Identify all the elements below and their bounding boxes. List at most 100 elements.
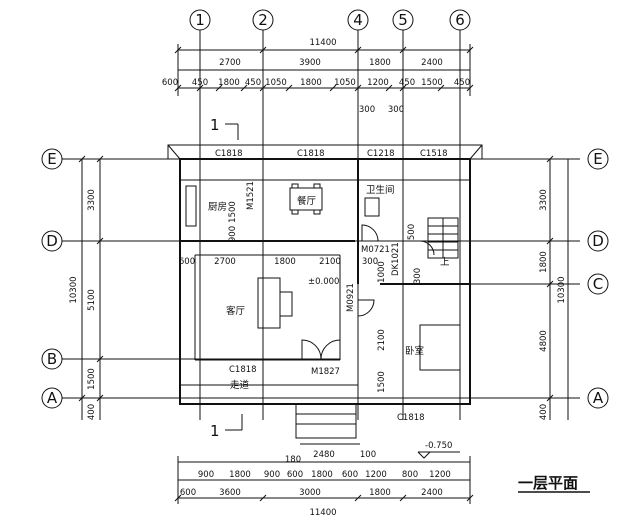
dim-bot-r3-4: 2400 xyxy=(421,488,443,498)
opening-m0921: M0921 xyxy=(346,283,356,312)
grid-bubble-A-right xyxy=(587,387,609,409)
dim-d-row-2: 1800 xyxy=(274,257,296,267)
dimensions-interior: 1500 900 600 2700 1800 2100 300 300 500 … xyxy=(179,201,423,465)
dim-bot-r2-3: 600 xyxy=(287,470,303,480)
grid-bubble-A-left xyxy=(41,387,63,409)
dim-door-1000: 1000 xyxy=(377,261,387,283)
dim-top-r2-8: 450 xyxy=(399,78,415,88)
dim-right-1: 1800 xyxy=(539,251,549,273)
dimensions-top: 11400 2700 3900 1800 2400 600 450 1800 4… xyxy=(162,38,470,115)
dim-d-row-3: 2100 xyxy=(319,257,341,267)
dim-bot-r3-1: 3600 xyxy=(219,488,241,498)
dimension-lines xyxy=(81,44,569,504)
grid-label-E-left: E xyxy=(47,150,56,168)
entry-steps xyxy=(295,403,357,439)
opening-c1818-bedroom: C1818 xyxy=(397,413,425,423)
grid-label-C-right: C xyxy=(593,275,603,293)
grid-label-A-right: A xyxy=(593,389,604,407)
grid-label-A-left: A xyxy=(47,389,58,407)
stair-up-label: 上 xyxy=(440,257,450,268)
dim-bottom-180: 180 xyxy=(285,455,301,465)
dim-bedroom-1500: 1500 xyxy=(377,371,387,393)
section-marks xyxy=(225,123,243,431)
dim-bot-r2-0: 900 xyxy=(198,470,214,480)
grid-bubble-6 xyxy=(449,9,471,31)
opening-c1818-corridor: C1818 xyxy=(229,365,257,375)
dim-bot-r2-2: 900 xyxy=(264,470,280,480)
dim-bot-r2-4: 1800 xyxy=(311,470,333,480)
dim-top-r2-9: 1500 xyxy=(421,78,443,88)
dim-d-row-0: 600 xyxy=(179,257,195,267)
grid-label-2: 2 xyxy=(258,11,268,29)
dimensions-bottom: 2480 100 900 1800 900 600 1800 600 1200 … xyxy=(180,450,451,518)
grid-label-6: 6 xyxy=(455,11,465,29)
grid-label-D-left: D xyxy=(46,232,58,250)
dim-top-r2-6: 1050 xyxy=(334,78,356,88)
grid-label-D-right: D xyxy=(592,232,604,250)
opening-m1827: M1827 xyxy=(311,367,340,377)
opening-c1818-dining: C1818 xyxy=(297,149,325,159)
dim-top-r2-4: 1050 xyxy=(265,78,287,88)
dim-stair-300: 300 xyxy=(413,268,423,284)
dim-bot-r1-1: 100 xyxy=(360,450,376,460)
room-bathroom: 卫生间 xyxy=(366,184,395,196)
drawing-title: 一层平面 xyxy=(518,474,578,492)
opening-dk1021: DK1021 xyxy=(391,242,401,276)
opening-c1518: C1518 xyxy=(420,149,448,159)
toilet xyxy=(364,197,380,217)
dim-top-r2-0: 600 xyxy=(162,78,178,88)
level-outside: -0.750 xyxy=(425,441,452,451)
dim-bot-r3-2: 3000 xyxy=(299,488,321,498)
grid-label-E-right: E xyxy=(593,150,602,168)
dim-top-r1-3: 2400 xyxy=(421,58,443,68)
dim-bot-overall: 11400 xyxy=(309,508,336,518)
grid-bubble-4 xyxy=(347,9,369,31)
dim-top-overall: 11400 xyxy=(309,38,336,48)
dim-left-overall: 10300 xyxy=(69,276,79,303)
dim-top-r2-1: 450 xyxy=(192,78,208,88)
dim-right-0: 3300 xyxy=(539,189,549,211)
grid-bubble-D-right xyxy=(587,230,609,252)
room-labels: 厨房 餐厅 卫生间 客厅 卧室 走道 上 xyxy=(208,184,450,391)
grid-label-4: 4 xyxy=(353,11,363,29)
grid-bubble-5 xyxy=(392,9,414,31)
grid-bubbles xyxy=(41,9,609,409)
opening-m1521: M1521 xyxy=(246,181,256,210)
door-swings xyxy=(301,224,435,360)
furniture xyxy=(185,183,461,371)
dimensions-right: 10300 3300 1800 4800 400 xyxy=(539,189,567,420)
opening-m0721: M0721 xyxy=(361,245,390,255)
sofa xyxy=(257,277,281,329)
grid-label-5: 5 xyxy=(398,11,408,29)
dim-top-r3-0: 300 xyxy=(359,105,375,115)
dim-bot-r2-1: 1800 xyxy=(229,470,251,480)
grid-label-B-left: B xyxy=(47,350,57,368)
room-corridor: 走道 xyxy=(230,379,250,391)
grid-bubble-E-left xyxy=(41,148,63,170)
dim-bedroom-2100: 2100 xyxy=(377,329,387,351)
grid-bubble-C-right xyxy=(587,273,609,295)
dining-table xyxy=(289,187,323,211)
grid-label-1: 1 xyxy=(195,11,205,29)
dim-top-r1-0: 2700 xyxy=(219,58,241,68)
opening-c1218: C1218 xyxy=(367,149,395,159)
opening-c1818-kitchen: C1818 xyxy=(215,149,243,159)
dim-top-r2-2: 1800 xyxy=(218,78,240,88)
room-kitchen: 厨房 xyxy=(208,201,227,213)
grid-bubble-E-right xyxy=(587,148,609,170)
dim-bot-r2-8: 1200 xyxy=(429,470,451,480)
dimensions-left: 10300 3300 5100 1500 400 xyxy=(69,189,97,420)
opening-labels: C1818 C1818 C1218 C1518 M1521 M0721 DK10… xyxy=(215,149,448,423)
room-dining: 餐厅 xyxy=(297,195,317,207)
grid-bubble-2 xyxy=(252,9,274,31)
dim-left-1: 5100 xyxy=(87,289,97,311)
dim-top-r3-1: 300 xyxy=(388,105,404,115)
dim-left-3: 400 xyxy=(87,404,97,420)
dim-bot-r3-3: 1800 xyxy=(369,488,391,498)
dim-bot-r2-5: 600 xyxy=(342,470,358,480)
section-mark-bottom: 1 xyxy=(210,422,220,440)
dim-left-0: 3300 xyxy=(87,189,97,211)
level-marker xyxy=(417,451,460,459)
coffee-table xyxy=(279,291,293,317)
